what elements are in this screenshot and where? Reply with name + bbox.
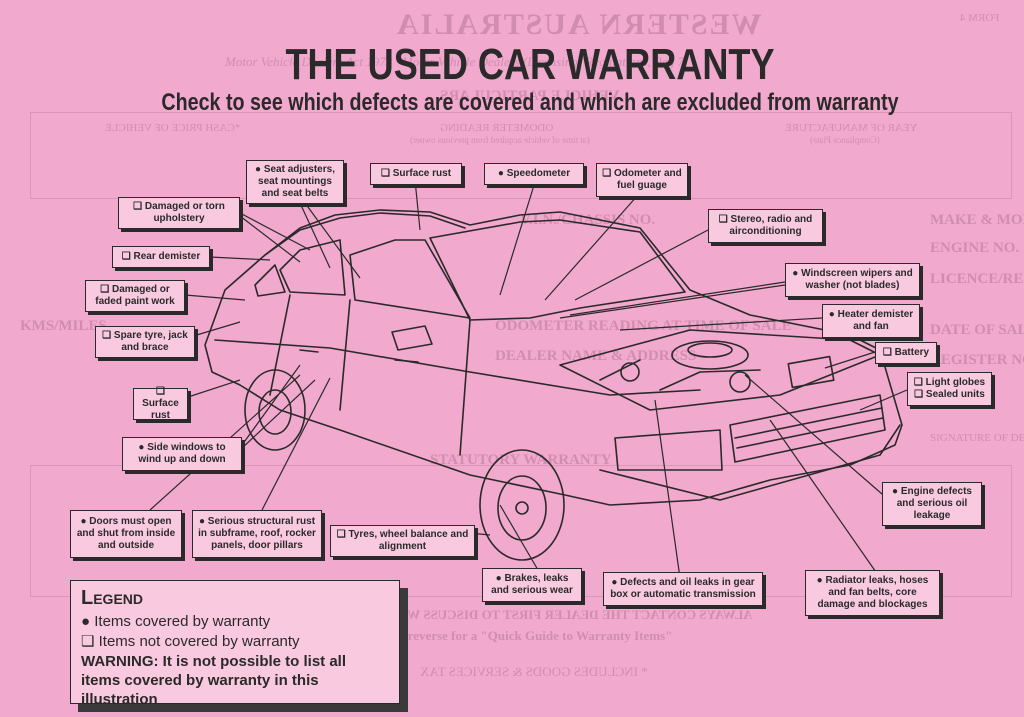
page-title: THE USED CAR WARRANTY	[285, 40, 775, 89]
car-roof-line	[264, 212, 466, 256]
callout-structural-rust: ● Serious structural rust in subframe, r…	[192, 510, 322, 558]
legend-not-covered-label: Items not covered by warranty	[98, 633, 300, 650]
callout-stereo: ❑ Stereo, radio and airconditioning	[708, 209, 823, 243]
not-covered-box-icon: ❑	[913, 377, 923, 388]
car-body-crease	[214, 339, 701, 396]
not-covered-box-icon: ❑	[602, 168, 612, 179]
not-covered-box-icon: ❑	[133, 201, 143, 212]
ghost-kms-miles: KMS/MILES	[20, 318, 107, 334]
covered-bullet-icon: ●	[255, 164, 262, 175]
car-windscreen	[429, 219, 686, 321]
ghost-odometer-sale: ODOMETER READING AT TIME OF SALE	[495, 318, 792, 334]
covered-bullet-icon: ●	[81, 613, 91, 630]
covered-bullet-icon: ●	[611, 577, 618, 588]
callout-seat-adjusters: ● Seat adjusters, seat mountings and sea…	[246, 160, 344, 204]
covered-bullet-icon: ●	[495, 573, 502, 584]
car-rear-window	[279, 239, 346, 296]
covered-bullet-icon: ●	[80, 516, 87, 527]
car-battery	[787, 355, 835, 389]
not-covered-box-icon: ❑	[718, 214, 728, 225]
car-front-bumper	[599, 424, 901, 501]
legend-covered-label: Items covered by warranty	[94, 613, 271, 630]
covered-bullet-icon: ●	[198, 516, 205, 527]
callout-gearbox: ● Defects and oil leaks in gear box or a…	[603, 572, 763, 606]
callout-radiator: ● Radiator leaks, hoses and fan belts, c…	[805, 570, 940, 616]
not-covered-box-icon: ❑	[156, 386, 165, 397]
not-covered-box-icon: ❑	[380, 168, 390, 179]
ghost-engine-no: ENGINE NO.	[930, 240, 1020, 256]
covered-bullet-icon: ●	[828, 309, 835, 320]
ghost-act-line: Motor Vehicle Dealers Act 1973 · Motor V…	[225, 54, 684, 69]
legend-not-covered-row: ❑ Items not covered by warranty	[81, 632, 389, 652]
car-side-mirror	[391, 325, 433, 351]
ghost-make-model: MAKE & MODEL	[930, 212, 1024, 228]
callout-damaged-paint: ❑ Damaged or faded paint work	[85, 280, 185, 312]
covered-bullet-icon: ●	[138, 442, 145, 453]
not-covered-box-icon: ❑	[121, 251, 131, 262]
ghost-licence: LICENCE/REGISTRATION NO.	[930, 271, 1024, 287]
callout-spare-tyre: ❑ Spare tyre, jack and brace	[95, 326, 195, 358]
covered-bullet-icon: ●	[792, 268, 799, 279]
legend-box: Legend ● Items covered by warranty ❑ Ite…	[70, 580, 400, 708]
ghost-signature: SIGNATURE OF DEALER	[930, 432, 1024, 444]
callout-tyres: ❑ Tyres, wheel balance and alignment	[330, 525, 475, 557]
not-covered-box-icon: ❑	[102, 330, 112, 341]
ghost-register: REGISTER NO.	[930, 352, 1024, 368]
callout-speedometer: ● Speedometer	[484, 163, 584, 185]
callout-odometer: ❑ Odometer and fuel guage	[596, 163, 688, 197]
callout-brakes: ● Brakes, leaks and serious wear	[482, 568, 582, 602]
not-covered-box-icon: ❑	[882, 347, 892, 358]
not-covered-box-icon: ❑	[81, 633, 95, 650]
leader-lines	[149, 179, 908, 579]
car-front-wheel	[479, 449, 565, 561]
not-covered-box-icon: ❑	[914, 389, 924, 400]
callout-rear-demister: ❑ Rear demister	[112, 246, 210, 268]
callout-light-globes-sealed: ❑ Light globes❑ Sealed units	[907, 372, 992, 406]
page-subtitle: Check to see which defects are covered a…	[161, 89, 899, 116]
ghost-statutory: STATUTORY WARRANTY	[430, 452, 612, 468]
car-body-outline	[204, 209, 903, 506]
legend-warning: WARNING: It is not possible to list all …	[81, 653, 347, 708]
car-door-handle-rear	[299, 349, 319, 353]
covered-bullet-icon: ●	[497, 168, 504, 179]
callout-damaged-upholstery: ❑ Damaged or torn upholstery	[118, 197, 240, 229]
car-front-door	[339, 299, 471, 456]
car-headlight	[614, 429, 723, 471]
callout-heater-demister: ● Heater demister and fan	[822, 304, 920, 338]
covered-bullet-icon: ●	[816, 575, 823, 586]
ghost-reverse-note: Please see reverse for a "Quick Guide to…	[350, 628, 673, 643]
not-covered-box-icon: ❑	[336, 529, 346, 540]
callout-surface-rust-side: ❑ Surface rust	[133, 386, 188, 421]
legend-title: Legend	[81, 587, 144, 609]
car-air-cleaner	[671, 340, 749, 370]
callout-surface-rust-top: ❑ Surface rust	[370, 163, 462, 185]
car-rear-wheel	[244, 369, 306, 451]
callout-windscreen-wipers: ● Windscreen wipers and washer (not blad…	[785, 263, 920, 297]
ghost-particulars-box	[30, 112, 1012, 199]
callout-engine-defects: ● Engine defects and serious oil leakage	[882, 482, 982, 526]
legend-covered-row: ● Items covered by warranty	[81, 612, 389, 632]
callout-battery: ❑ Battery	[875, 342, 937, 364]
covered-bullet-icon: ●	[892, 486, 899, 497]
ghost-date-of-sale: DATE OF SALE	[930, 322, 1024, 338]
callout-doors: ● Doors must open and shut from inside a…	[70, 510, 182, 558]
car-quarter-window	[254, 264, 286, 297]
car-front-hub	[497, 475, 547, 541]
car-grille	[729, 394, 886, 463]
not-covered-box-icon: ❑	[100, 284, 110, 295]
car-front-window	[349, 239, 471, 319]
callout-side-windows: ● Side windows to wind up and down	[122, 437, 242, 471]
car-door-handle-front	[394, 359, 419, 363]
